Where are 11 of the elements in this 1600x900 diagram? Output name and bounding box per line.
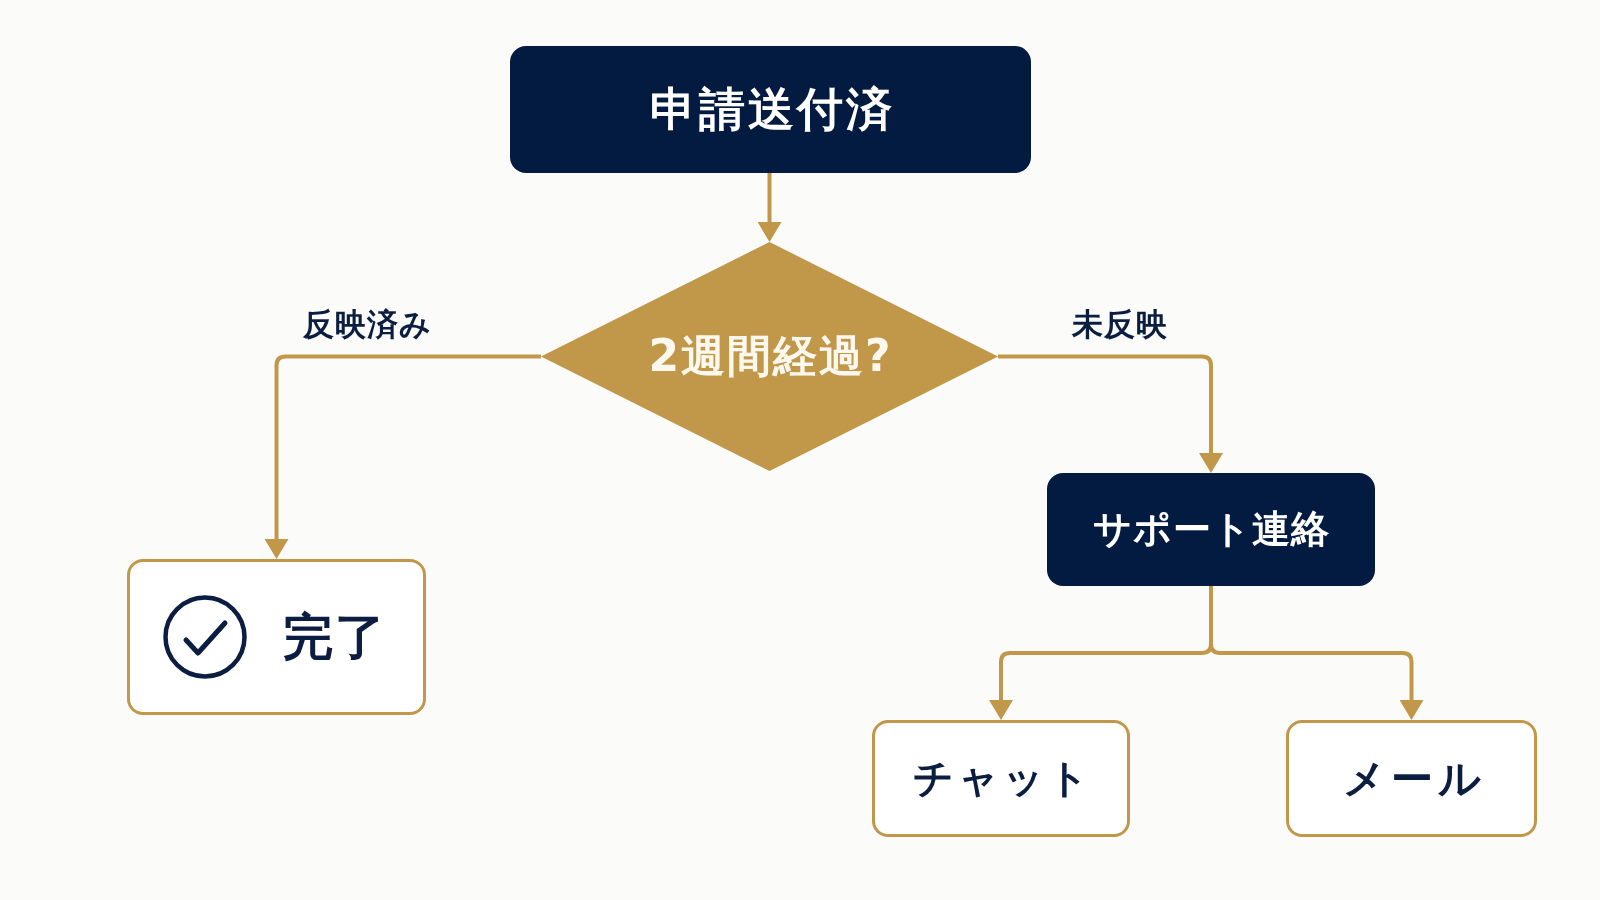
- arrow: [998, 354, 1223, 473]
- process-box: サポート連絡: [1047, 473, 1375, 586]
- option-box: メール: [1286, 720, 1537, 837]
- node-label: 完了: [283, 606, 387, 668]
- option-box: チャット: [872, 720, 1130, 837]
- arrow: [757, 173, 782, 242]
- process-box: 申請送付済: [510, 46, 1031, 173]
- result-box: [127, 559, 426, 715]
- arrow: [1209, 586, 1424, 720]
- decision-diamond: 2週間経過?: [541, 242, 998, 471]
- arrow: [264, 354, 541, 559]
